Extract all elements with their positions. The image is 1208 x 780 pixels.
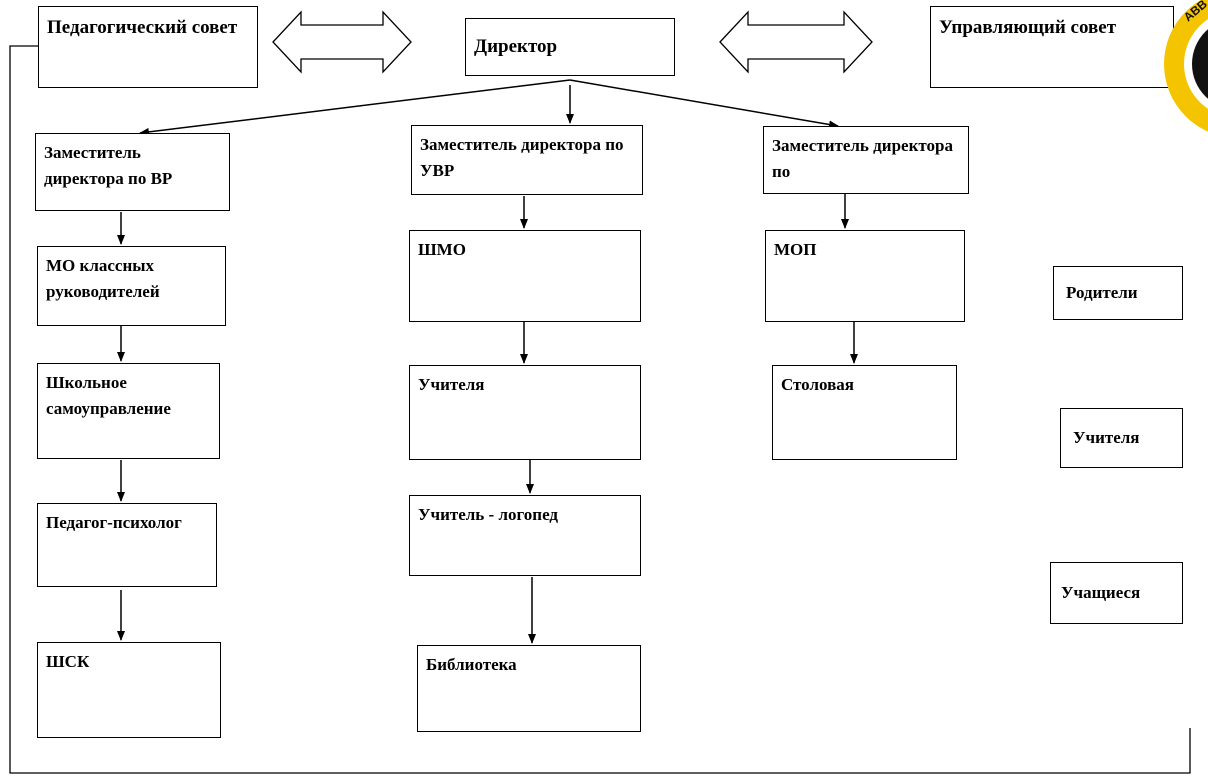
- class-teachers-mo-label: МО классных руководителей: [46, 256, 160, 302]
- teachers-box: Учителя: [409, 365, 641, 460]
- speech-therapist-box: Учитель - логопед: [409, 495, 641, 576]
- class-teachers-mo-box: МО классных руководителей: [37, 246, 226, 326]
- double-arrow-right: [719, 10, 873, 74]
- mop-box: МОП: [765, 230, 965, 322]
- canteen-label: Столовая: [781, 375, 854, 394]
- double-arrow-left: [272, 10, 412, 74]
- school-mo-label: ШМО: [418, 240, 466, 259]
- parents-label: Родители: [1066, 282, 1138, 302]
- pedagogical-council-box: Педагогический совет: [38, 6, 258, 88]
- canteen-box: Столовая: [772, 365, 957, 460]
- sports-club-label: ШСК: [46, 652, 90, 671]
- arrow-director-to-right-deputy: [569, 79, 839, 129]
- school-mo-box: ШМО: [409, 230, 641, 322]
- feedback-line: [9, 45, 1191, 774]
- self-government-label: Школьное самоуправление: [46, 373, 171, 419]
- deputy-third-box: Заместитель директора по: [763, 126, 969, 194]
- managing-council-label: Управляющий совет: [939, 17, 1117, 38]
- parents-box: Родители: [1053, 266, 1183, 320]
- participant-teachers-label: Учителя: [1073, 427, 1140, 447]
- deputy-third-label: Заместитель директора по: [772, 136, 953, 182]
- participant-teachers-box: Учителя: [1060, 408, 1183, 468]
- seal-logo: ABB: [1158, 0, 1208, 152]
- teachers-label: Учителя: [418, 375, 485, 394]
- pedagogical-council-label: Педагогический совет: [47, 17, 238, 38]
- deputy-uvr-label: Заместитель директора по УВР: [420, 135, 624, 181]
- library-box: Библиотека: [417, 645, 641, 732]
- director-box: Директор: [465, 18, 675, 76]
- director-label: Директор: [474, 36, 558, 58]
- students-box: Учащиеся: [1050, 562, 1183, 624]
- deputy-vr-label: Заместитель директора по ВР: [44, 143, 173, 189]
- deputy-uvr-box: Заместитель директора по УВР: [411, 125, 643, 195]
- deputy-vr-box: Заместитель директора по ВР: [35, 133, 230, 211]
- speech-therapist-label: Учитель - логопед: [418, 505, 558, 524]
- library-label: Библиотека: [426, 655, 517, 674]
- students-label: Учащиеся: [1061, 582, 1141, 602]
- arrow-director-to-left-deputy: [139, 79, 571, 136]
- managing-council-box: Управляющий совет: [930, 6, 1174, 88]
- psychologist-label: Педагог-психолог: [46, 513, 182, 532]
- mop-label: МОП: [774, 240, 817, 259]
- psychologist-box: Педагог-психолог: [37, 503, 217, 587]
- sports-club-box: ШСК: [37, 642, 221, 738]
- self-government-box: Школьное самоуправление: [37, 363, 220, 459]
